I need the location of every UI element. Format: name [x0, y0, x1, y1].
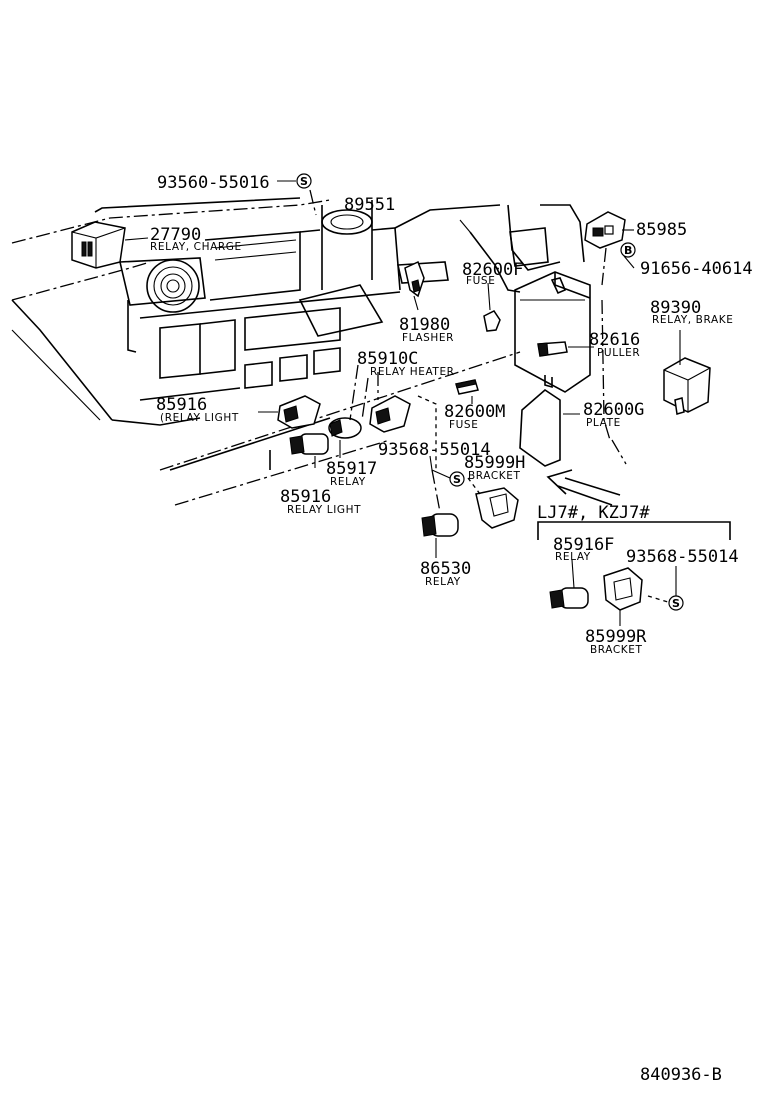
label-85916f: 85916F	[553, 535, 614, 555]
svg-text:S: S	[300, 175, 308, 188]
plate-82600g	[519, 388, 561, 467]
connector-85985	[584, 211, 626, 249]
label-85916-upper-desc: (RELAY LIGHT	[160, 412, 239, 424]
relay-charge-part	[71, 221, 126, 269]
label-85910c-desc: RELAY HEATER	[370, 366, 455, 378]
label-86530-desc: RELAY	[425, 576, 461, 588]
label-85917: 85917	[326, 459, 377, 479]
mark-s-top: S	[296, 173, 312, 189]
label-82600f: 82600F	[462, 260, 523, 280]
label-85916f-desc: RELAY	[555, 551, 591, 563]
fuse-82600f	[483, 310, 501, 332]
dashboard-drawing	[11, 197, 585, 506]
label-variant: LJ7#, KZJ7#	[537, 503, 650, 523]
label-81980: 81980	[399, 315, 450, 335]
relay-light-85916-a	[277, 395, 321, 429]
label-82600f-desc: FUSE	[466, 275, 495, 287]
drawing-id: 840936-B	[640, 1065, 722, 1085]
label-85916-lower: 85916	[280, 487, 331, 507]
label-85917-desc: RELAY	[330, 476, 366, 488]
label-27790: 27790	[150, 225, 201, 245]
svg-text:S: S	[672, 597, 680, 610]
label-85999h-desc: BRACKET	[468, 470, 521, 482]
bracket-85999h	[475, 487, 519, 529]
label-82616-desc: PULLER	[597, 347, 640, 359]
label-82616: 82616	[589, 330, 640, 350]
label-93560-55016: 93560-55016	[157, 173, 270, 193]
relay-light-85916-b	[289, 433, 329, 455]
label-85916-upper: 85916	[156, 395, 207, 415]
label-89390-desc: RELAY, BRAKE	[652, 314, 733, 326]
puller-82616	[537, 341, 568, 357]
mark-b: B	[620, 242, 636, 258]
label-85999r-desc: BRACKET	[590, 644, 643, 656]
label-89551: 89551	[344, 195, 395, 215]
label-89390: 89390	[650, 298, 701, 318]
part-labels: 93560-55016 89551 27790 RELAY, CHARGE 85…	[150, 173, 753, 1085]
bracket-85999r	[603, 567, 643, 611]
label-85999r: 85999R	[585, 627, 647, 647]
junction-block	[514, 271, 591, 393]
relay-86530	[421, 513, 459, 537]
mark-s-mid: S	[449, 471, 465, 487]
relay-85916f	[549, 587, 589, 609]
round-vent	[146, 259, 200, 313]
direction-arrow	[546, 469, 621, 506]
label-91656-40614: 91656-40614	[640, 259, 753, 279]
leader-lines	[124, 180, 731, 626]
label-93568-55014-mid: 93568-55014	[378, 440, 491, 460]
label-86530: 86530	[420, 559, 471, 579]
label-85910c: 85910C	[357, 349, 418, 369]
svg-text:S: S	[453, 473, 461, 486]
label-85985: 85985	[636, 220, 687, 240]
label-82600g: 82600G	[583, 400, 644, 420]
label-82600m: 82600M	[444, 402, 505, 422]
svg-text:B: B	[624, 244, 632, 257]
label-93568-55014-right: 93568-55014	[626, 547, 739, 567]
relay-brake-89390	[663, 357, 711, 415]
label-85916-lower-desc: RELAY LIGHT	[287, 504, 361, 516]
label-85999h: 85999H	[464, 453, 525, 473]
relay-heater-85910c	[369, 395, 411, 433]
mark-s-right: S	[668, 595, 684, 611]
label-81980-desc: FLASHER	[402, 332, 454, 344]
relay-85917	[328, 417, 362, 439]
label-82600g-desc: PLATE	[586, 417, 621, 429]
label-27790-desc: RELAY, CHARGE	[150, 241, 242, 253]
label-82600m-desc: FUSE	[449, 419, 478, 431]
fuse-82600m	[455, 379, 479, 395]
flasher-81980	[404, 260, 425, 298]
